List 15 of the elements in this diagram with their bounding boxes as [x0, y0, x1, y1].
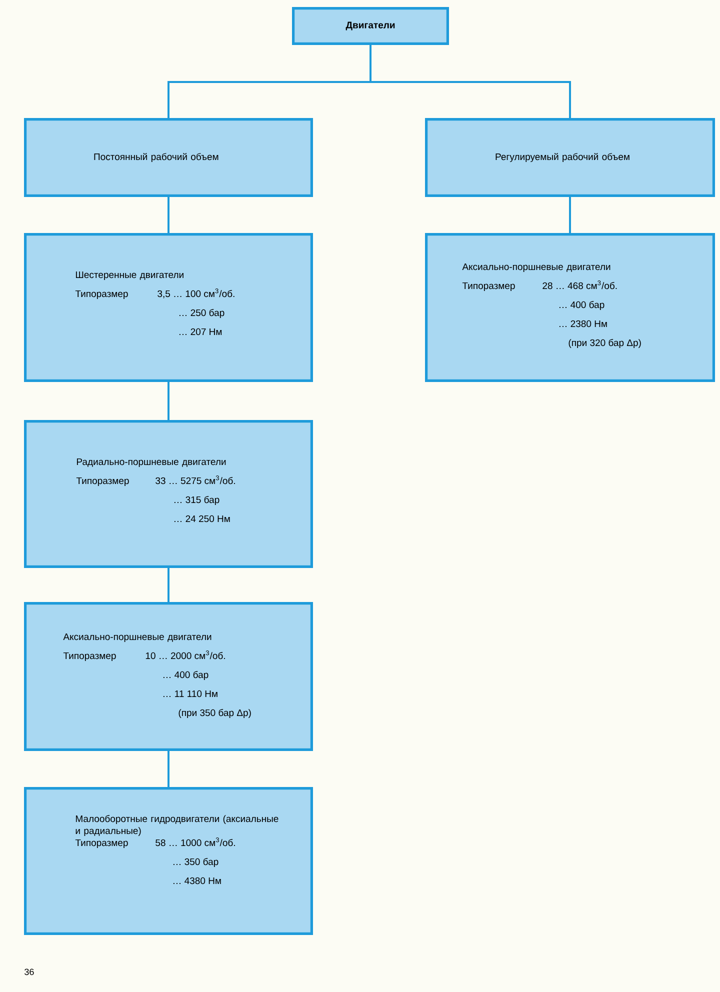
title-box: Двигатели: [292, 6, 449, 45]
connector-line: [370, 44, 571, 118]
category-box: Регулируемый рабочий объем: [425, 118, 715, 197]
connector-line: [168, 751, 170, 787]
category-box: Постоянный рабочий объем: [24, 118, 313, 197]
motor-type-box: Малооборотные гидродвигатели (аксиальные и радиальные) Типоразмер 58 … 1000 см$^{3}$/об. … 350 бар … 4380 Нм: [24, 787, 313, 935]
motor-type-box: Аксиально-поршневые двигатели Типоразмер 10 … 2000 см$^{3}$/об. … 400 бар … 11 110 Нм (при 350 бар Δp): [24, 602, 313, 751]
page-number: 36: [24, 968, 34, 976]
motor-type-box: Аксиально-поршневые двигатели Типоразмер 28 … 468 см$^{3}$/об. … 400 бар … 2380 Нм (при 320 бар Δp): [425, 232, 715, 382]
connector-line: [569, 197, 571, 233]
motor-type-box: Радиально-поршневые двигатели Типоразмер 33 … 5275 см$^{3}$/об. … 315 бар … 24 250 Нм: [24, 420, 313, 568]
connector-line: [168, 382, 170, 420]
connector-line: [168, 197, 170, 233]
connector-line: [168, 568, 170, 602]
motor-type-box: Шестеренные двигатели Типоразмер 3,5 … 100 см$^{3}$/об. … 250 бар … 207 Нм: [24, 232, 313, 382]
